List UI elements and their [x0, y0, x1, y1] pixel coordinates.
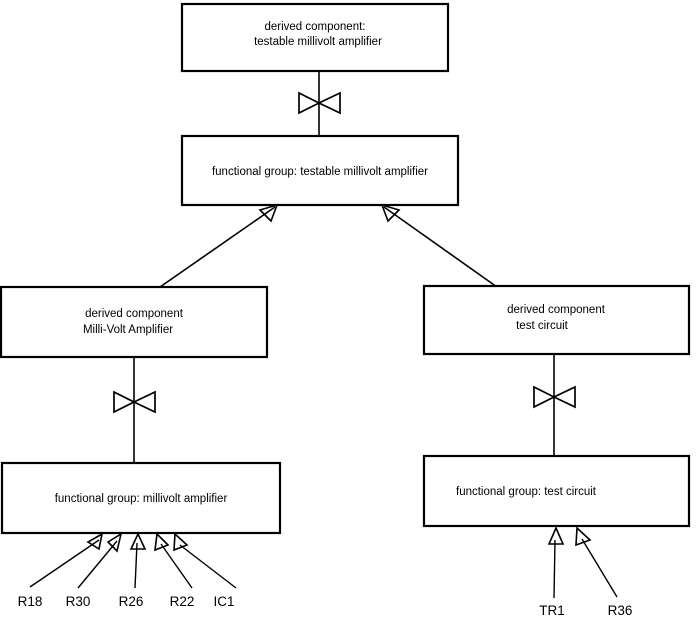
open-triangle-arrow-icon-left	[258, 203, 279, 223]
box-line-2: Milli-Volt Amplifier	[83, 324, 173, 336]
edge-leaf-r18	[29, 532, 104, 588]
bowtie-realization-icon-right	[533, 385, 576, 409]
edge-line	[383, 206, 498, 288]
box-outline	[0, 285, 269, 359]
open-triangle-arrow-icon-r30	[106, 532, 123, 553]
box-outline	[0, 461, 282, 535]
leaf-label-ic1: IC1	[213, 594, 234, 609]
leaf-label-r18: R18	[18, 594, 43, 609]
edge-leaf-ic1	[173, 532, 237, 589]
leaf-label-r22: R22	[170, 594, 195, 609]
box-line-1: functional group: millivolt amplifier	[55, 493, 228, 505]
edge-leaf-r22	[154, 532, 193, 589]
box-line-1: derived component	[507, 304, 606, 316]
box-line-1: functional group: testable millivolt amp…	[212, 166, 428, 178]
node-derived-test-circuit[interactable]: derived component test circuit	[422, 284, 691, 356]
box-line-1: derived component	[85, 308, 184, 320]
node-fg-millivolt-amplifier[interactable]: functional group: millivolt amplifier	[0, 461, 282, 535]
bowtie-realization-icon-left	[113, 390, 156, 414]
box-line-1: derived component:	[264, 21, 365, 33]
bowtie-realization-icon-top	[298, 91, 341, 115]
open-triangle-arrow-icon-ic1	[173, 532, 189, 552]
node-fg-test-circuit[interactable]: functional group: test circuit	[422, 454, 691, 528]
open-triangle-arrow-icon-tr1	[547, 526, 565, 545]
leaf-label-tr1: TR1	[539, 603, 565, 618]
edge-millivolt-amp-to-testable-fg	[159, 203, 279, 288]
leaf-label-r36: R36	[608, 603, 633, 618]
box-outline	[180, 134, 460, 207]
box-line-1: functional group: test circuit	[456, 486, 597, 498]
box-line-2: testable millivolt amplifier	[254, 36, 382, 48]
edge-line	[159, 206, 276, 288]
box-outline	[422, 454, 691, 528]
leaf-label-r30: R30	[66, 594, 91, 609]
open-triangle-arrow-icon-r26	[129, 532, 147, 550]
box-outline	[180, 2, 450, 73]
open-triangle-arrow-icon-r36	[575, 526, 592, 547]
edge-leaf-r36	[575, 526, 618, 598]
node-derived-milli-volt-amplifier[interactable]: derived component Milli-Volt Amplifier	[0, 285, 269, 359]
edge-test-circuit-to-testable-fg	[380, 203, 498, 288]
open-triangle-arrow-icon-r18	[86, 532, 104, 551]
open-triangle-arrow-icon-right	[380, 203, 401, 223]
edge-leaf-tr1	[547, 526, 565, 599]
box-line-2: test circuit	[516, 320, 569, 332]
node-derived-testable-millivolt-amplifier[interactable]: derived component: testable millivolt am…	[180, 2, 450, 73]
leaf-label-r26: R26	[119, 594, 144, 609]
node-fg-testable-millivolt-amplifier[interactable]: functional group: testable millivolt amp…	[180, 134, 460, 207]
open-triangle-arrow-icon-r22	[154, 532, 170, 552]
edge-leaf-r30	[77, 532, 123, 589]
box-outline	[422, 284, 691, 356]
edge-leaf-r26	[129, 532, 147, 589]
